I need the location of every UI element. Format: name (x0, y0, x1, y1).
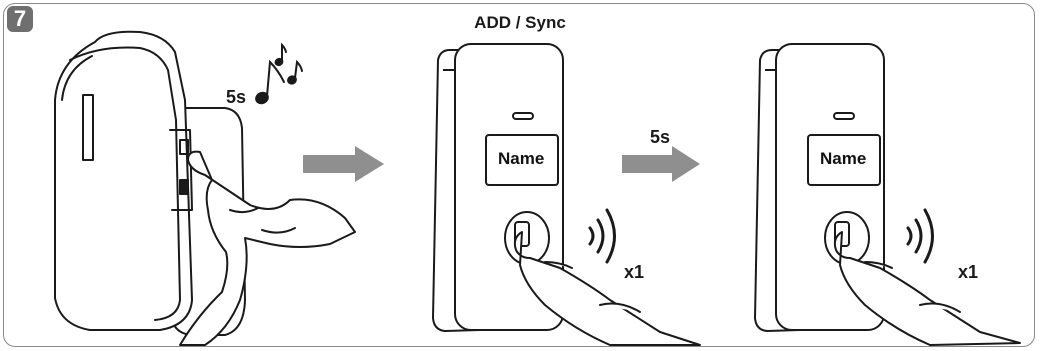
press-duration-label-1: 5s (226, 87, 247, 107)
display-name-label-1: Name (498, 149, 545, 168)
diagram-title: ADD / Sync (474, 13, 566, 32)
diagram-frame (3, 3, 1035, 347)
arrow-right-1 (303, 146, 384, 182)
pressing-hand-2 (513, 231, 701, 346)
arrow-right-2 (622, 146, 700, 182)
step-number-badge: 7 (7, 6, 33, 32)
display-name-label-2: Name (820, 149, 867, 168)
press-count-label-2: x1 (958, 262, 979, 282)
music-notes-icon (255, 42, 303, 105)
pressing-hand-3 (833, 231, 1021, 346)
push-button-unit-1 (432, 43, 564, 332)
chime-unit (54, 30, 246, 336)
signal-waves-icon-1 (588, 208, 616, 264)
pressing-hand-1 (179, 150, 356, 346)
press-count-label-1: x1 (624, 262, 645, 282)
signal-waves-icon-2 (906, 208, 934, 264)
press-duration-label-2: 5s (650, 127, 671, 147)
